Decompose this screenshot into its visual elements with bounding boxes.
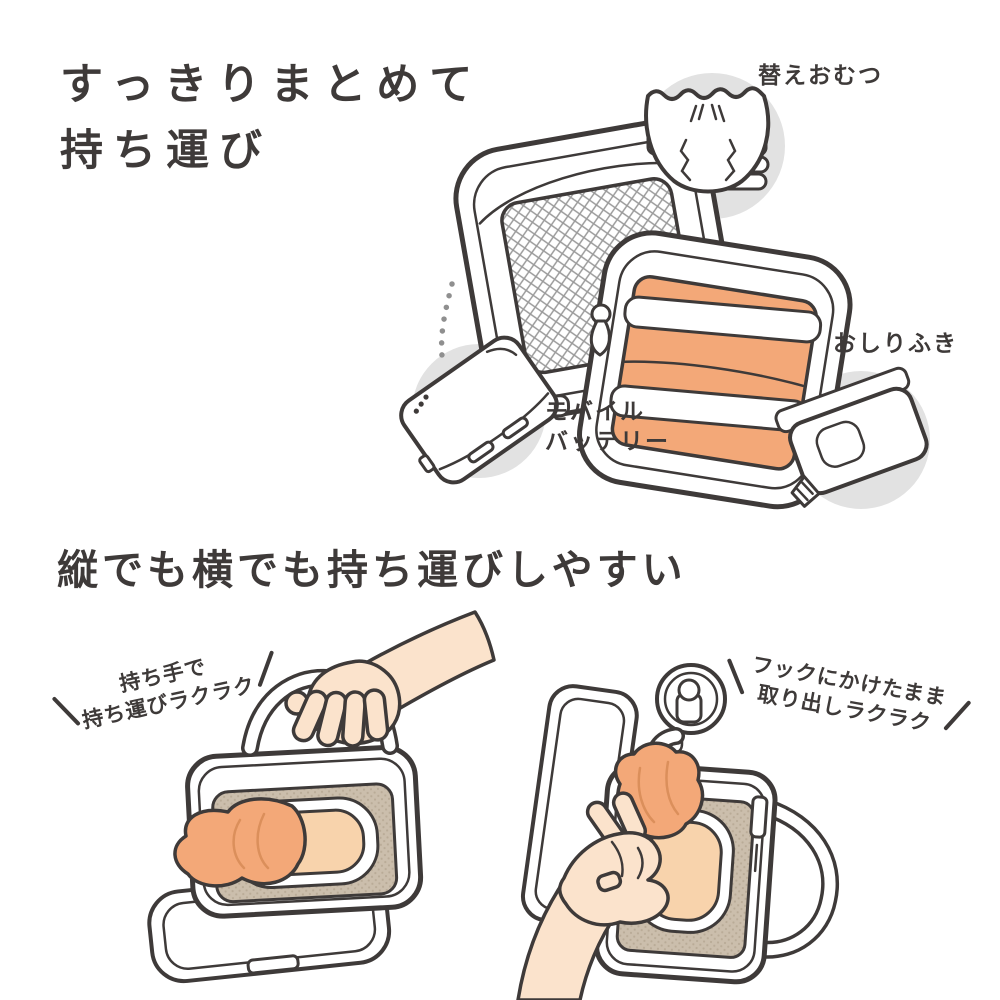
label-battery-line2: バッテリー — [545, 428, 670, 454]
section-carry-heading: 縦でも横でも持ち運びしやすい — [57, 547, 687, 593]
label-battery: モバイル バッテリー — [545, 396, 670, 456]
hook-hang-illustration — [516, 663, 839, 1000]
zipper-pull-icon — [589, 303, 612, 357]
label-wipes: おしりふき — [833, 330, 958, 356]
wipe-sheet — [173, 797, 307, 888]
handle-carry-illustration — [147, 610, 496, 984]
hand-icon-hook — [516, 791, 670, 1000]
label-diapers: 替えおむつ — [758, 62, 883, 88]
wipes-pack-icon — [774, 366, 929, 508]
page-title: すっきりまとめて 持ち運び — [60, 52, 482, 184]
open-case-icon — [453, 119, 853, 510]
page-title-line2: 持ち運び — [60, 127, 272, 175]
page-title-line1: すっきりまとめて — [60, 61, 483, 109]
connector-battery — [438, 281, 455, 359]
hand-icon — [284, 610, 496, 748]
diaper-icon — [644, 86, 771, 194]
pack-illustration — [399, 73, 930, 510]
suction-hook-icon — [655, 663, 727, 755]
mobile-battery-icon — [399, 335, 559, 485]
label-battery-line1: モバイル — [545, 398, 645, 424]
